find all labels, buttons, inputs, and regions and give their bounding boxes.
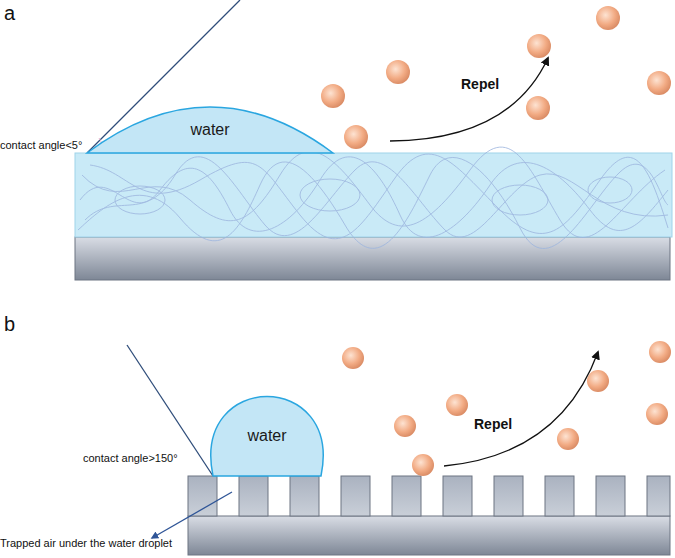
text-label: Trapped air under the water droplet (0, 537, 172, 549)
repel-arrow (444, 352, 598, 466)
micro-pillars (188, 476, 670, 516)
text-label: Repel (474, 416, 512, 432)
droplet-label: water (87, 121, 333, 139)
droplet-label: water (213, 427, 321, 445)
text-label: contact angle>150° (83, 452, 178, 464)
text-label: Repel (461, 76, 499, 92)
leader-arrow (152, 492, 232, 538)
water-droplet: water (213, 396, 321, 476)
hydrogel-layer (75, 153, 672, 237)
polymer-chains (78, 147, 668, 248)
substrate (188, 516, 670, 555)
water-droplet: water (87, 107, 333, 153)
substrate (75, 237, 670, 280)
text-label: b (4, 313, 15, 336)
repel-arrow (390, 58, 548, 141)
text-label: contact angle<5° (0, 139, 82, 151)
text-label: a (4, 2, 15, 25)
particles (342, 341, 671, 476)
particles (321, 6, 671, 149)
